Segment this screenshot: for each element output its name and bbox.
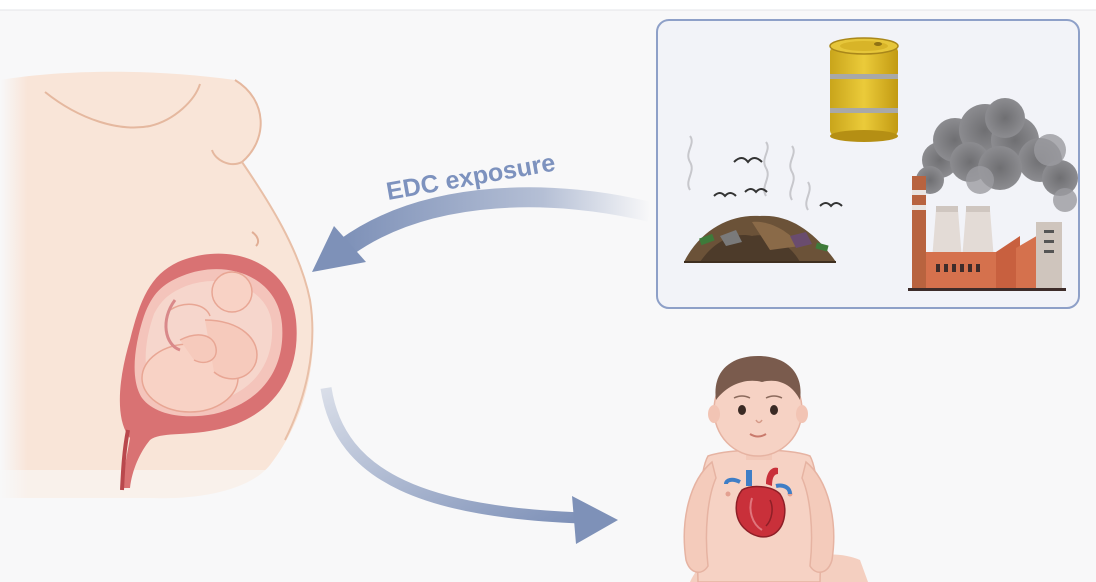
factory-smoke-icon bbox=[908, 98, 1078, 291]
heart-icon bbox=[724, 467, 792, 538]
exposure-arrow bbox=[312, 187, 653, 272]
outcome-arrow bbox=[320, 387, 618, 544]
landfill-waste-icon bbox=[684, 135, 843, 263]
pregnant-mother-with-fetus-icon bbox=[0, 60, 320, 510]
oil-barrel-icon bbox=[829, 37, 899, 142]
infant-with-heart-icon bbox=[683, 356, 868, 582]
